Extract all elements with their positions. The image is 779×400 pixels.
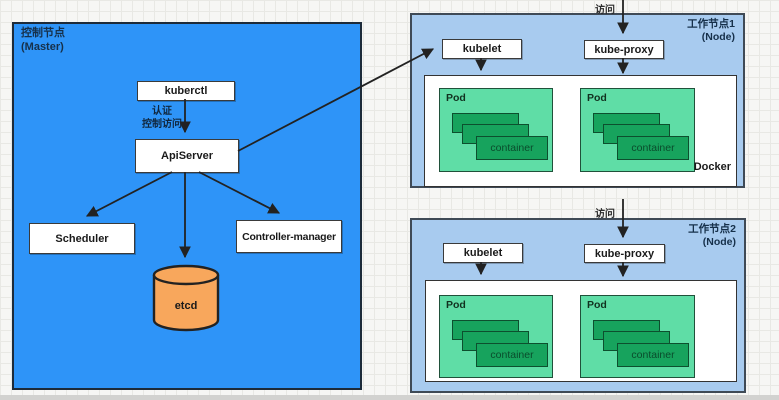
container-box-front: container bbox=[617, 136, 689, 160]
pod-box: Pod container bbox=[439, 88, 553, 172]
apiserver-box: ApiServer bbox=[135, 139, 239, 173]
auth-access-label: 认证 控制访问 bbox=[138, 106, 186, 131]
node2-docker-area: Pod container Pod container bbox=[425, 280, 737, 382]
pod-label: Pod bbox=[587, 299, 607, 311]
node2-title-line1: 工作节点2 bbox=[688, 223, 736, 235]
etcd-label: etcd bbox=[174, 300, 198, 312]
pod-box: Pod container bbox=[580, 295, 695, 378]
node1-title: 工作节点1 (Node) bbox=[687, 18, 735, 44]
node1-title-line1: 工作节点1 bbox=[687, 18, 735, 30]
pod-box: Pod container bbox=[439, 295, 553, 378]
auth-label-line2: 控制访问 bbox=[142, 118, 182, 130]
master-title-line2: (Master) bbox=[21, 40, 64, 53]
cylinder-icon bbox=[152, 264, 220, 332]
etcd-cylinder: etcd bbox=[152, 264, 220, 332]
auth-label-line1: 认证 bbox=[152, 106, 172, 117]
worker-node1-box: 工作节点1 (Node) kubelet kube-proxy Pod cont… bbox=[410, 13, 745, 188]
node1-kubelet-box: kubelet bbox=[442, 39, 522, 59]
master-node-title: 控制节点 (Master) bbox=[21, 27, 65, 55]
container-box-front: container bbox=[476, 136, 548, 160]
worker-node2-box: 工作节点2 (Node) kubelet kube-proxy Pod cont… bbox=[410, 218, 746, 393]
node2-kube-proxy-box: kube-proxy bbox=[584, 244, 665, 263]
node2-title: 工作节点2 (Node) bbox=[688, 223, 736, 249]
node1-title-line2: (Node) bbox=[701, 31, 735, 44]
node2-title-line2: (Node) bbox=[702, 236, 736, 249]
bottom-edge-strip bbox=[0, 395, 779, 400]
kuberctl-box: kuberctl bbox=[137, 81, 235, 101]
container-box-front: container bbox=[476, 343, 548, 367]
controller-manager-box: Controller-manager bbox=[236, 220, 342, 253]
docker-label: Docker bbox=[693, 161, 731, 173]
pod-label: Pod bbox=[587, 92, 607, 104]
node2-kubelet-box: kubelet bbox=[443, 243, 523, 263]
node2-access-label: 访问 bbox=[595, 209, 615, 220]
pod-label: Pod bbox=[446, 299, 466, 311]
node1-access-label: 访问 bbox=[595, 5, 615, 16]
master-title-line1: 控制节点 bbox=[21, 27, 65, 39]
node1-docker-area: Pod container Pod container Docker bbox=[424, 75, 737, 187]
container-box-front: container bbox=[617, 343, 689, 367]
pod-label: Pod bbox=[446, 92, 466, 104]
master-node-box: 控制节点 (Master) kuberctl 认证 控制访问 ApiServer… bbox=[12, 22, 362, 390]
scheduler-box: Scheduler bbox=[29, 223, 135, 254]
node1-kube-proxy-box: kube-proxy bbox=[584, 40, 664, 59]
pod-box: Pod container bbox=[580, 88, 695, 172]
